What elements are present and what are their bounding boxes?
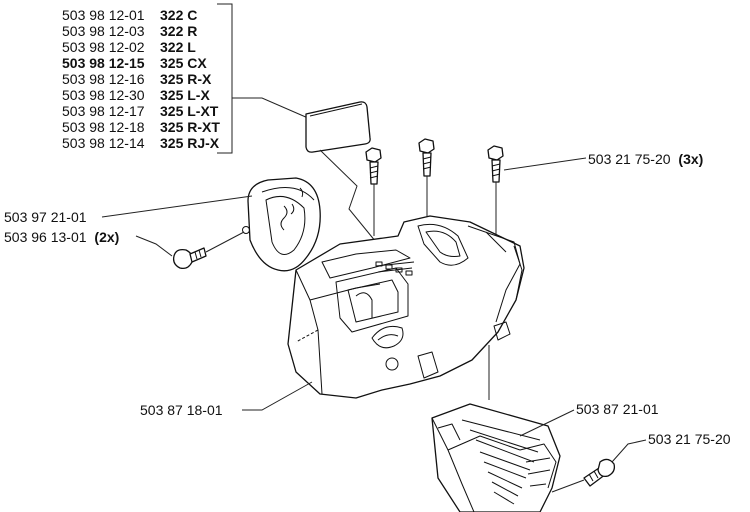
callout-cap-screw: 503 96 13-01 (2x)	[4, 229, 119, 245]
label-part-table: 503 98 12-01 322 C 503 98 12-03 322 R 50…	[62, 3, 233, 154]
leader-line	[232, 97, 309, 119]
table-row-model: 325 L-XT	[160, 103, 219, 119]
callout-cover: 503 87 18-01	[140, 402, 223, 418]
guard-part	[431, 403, 561, 512]
callout-screws-top: 503 21 75-20 (3x)	[588, 151, 703, 167]
table-row-model: 325 RJ-X	[160, 135, 220, 151]
leader-line	[503, 157, 587, 171]
table-row-part: 503 98 12-15	[62, 55, 145, 71]
leader-line	[135, 235, 173, 257]
screw-icon	[487, 145, 504, 183]
callout-guard: 503 87 21-01	[576, 401, 659, 417]
screw-icon	[583, 458, 616, 487]
table-row-model: 325 CX	[160, 55, 207, 71]
table-row-model: 325 L-X	[160, 87, 210, 103]
table-row-part: 503 98 12-30	[62, 87, 145, 103]
table-row-part: 503 98 12-01	[62, 7, 145, 23]
leader-line	[101, 195, 253, 218]
table-bracket	[217, 3, 233, 154]
table-row-part: 503 98 12-02	[62, 39, 145, 55]
screw-icon	[365, 147, 382, 185]
leader-line	[611, 439, 647, 463]
screw-icon	[418, 138, 435, 177]
table-row-model: 322 R	[160, 23, 197, 39]
callout-qty: (2x)	[94, 229, 119, 245]
table-row-part: 503 98 12-18	[62, 119, 145, 135]
callout-cap: 503 97 21-01	[4, 209, 87, 225]
assembly-axis-line	[205, 231, 245, 253]
table-row-model: 322 C	[160, 7, 197, 23]
screw-icon	[172, 247, 207, 270]
table-row-part: 503 98 12-14	[62, 135, 145, 151]
table-row-part: 503 98 12-03	[62, 23, 145, 39]
leader-line	[519, 409, 575, 437]
callout-part: 503 21 75-20	[588, 151, 671, 167]
assembly-axis-line	[551, 479, 585, 493]
decal-sticker	[305, 101, 371, 153]
leader-line	[319, 149, 377, 243]
table-row-model: 325 R-XT	[160, 119, 220, 135]
table-row-model: 325 R-X	[160, 71, 212, 87]
callout-part: 503 96 13-01	[4, 229, 87, 245]
cap-part	[242, 177, 321, 272]
cylinder-cover-part	[287, 215, 525, 399]
table-row-part: 503 98 12-16	[62, 71, 145, 87]
leader-line	[242, 381, 313, 411]
table-row-model: 322 L	[160, 39, 196, 55]
callout-guard-screw: 503 21 75-20	[648, 431, 731, 447]
callout-qty: (3x)	[678, 151, 703, 167]
table-row-part: 503 98 12-17	[62, 103, 145, 119]
